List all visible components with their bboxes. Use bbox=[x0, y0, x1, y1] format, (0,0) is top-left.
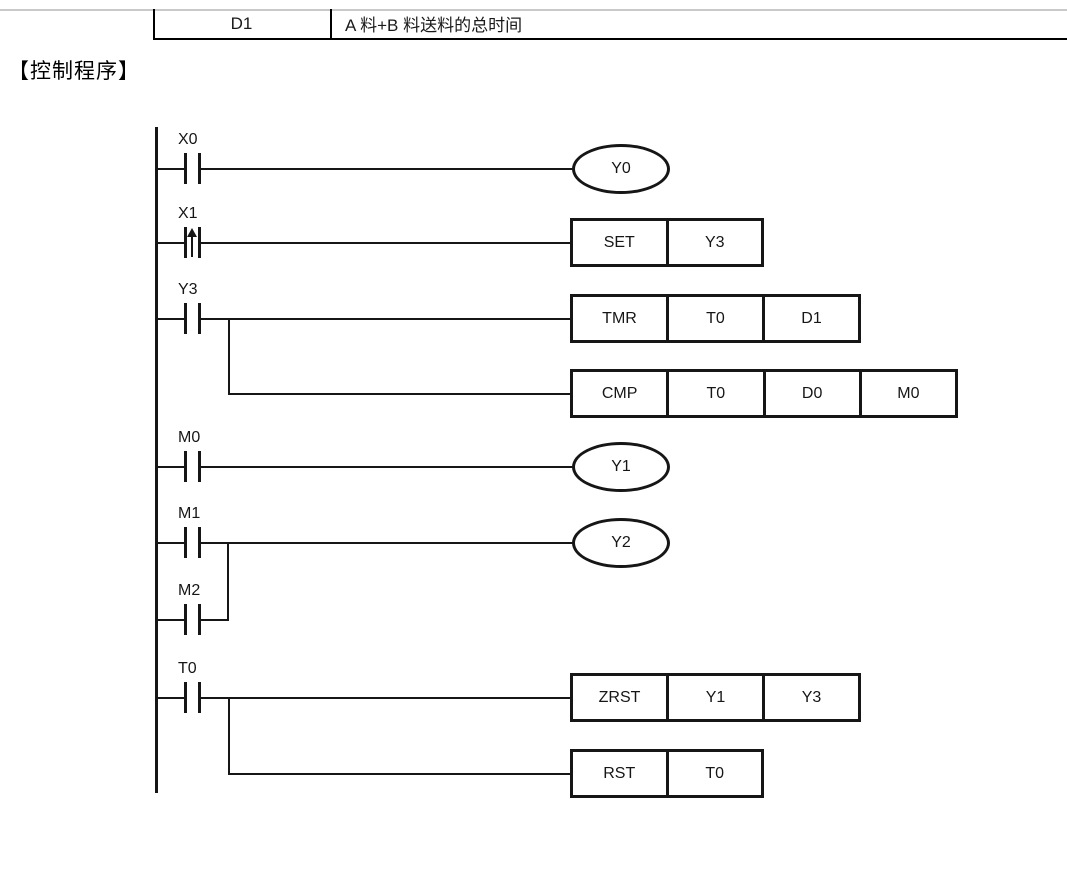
instruction-box: SET Y3 bbox=[570, 218, 764, 267]
rung-wire bbox=[201, 318, 570, 320]
instruction-cell: D0 bbox=[762, 372, 859, 415]
branch-wire bbox=[228, 393, 570, 395]
contact-bar bbox=[198, 604, 201, 635]
contact-label: X0 bbox=[178, 131, 198, 148]
power-rail bbox=[155, 127, 158, 793]
rung-wire bbox=[158, 318, 184, 320]
contact-label: M2 bbox=[178, 582, 201, 599]
instruction-cell: T0 bbox=[666, 372, 762, 415]
contact-bar bbox=[184, 604, 187, 635]
contact-bar bbox=[184, 303, 187, 334]
coil-Y2: Y2 bbox=[572, 518, 670, 568]
instruction-cell: Y3 bbox=[665, 221, 762, 264]
instruction-cell: TMR bbox=[602, 309, 637, 327]
rung-wire bbox=[201, 168, 574, 170]
branch-wire-vertical bbox=[228, 698, 230, 775]
instruction-cell: SET bbox=[603, 233, 635, 251]
contact-bar bbox=[184, 153, 187, 184]
table-border-divider bbox=[330, 9, 332, 40]
rung-wire bbox=[158, 242, 184, 244]
coil-Y1: Y1 bbox=[572, 442, 670, 492]
contact-bar bbox=[184, 451, 187, 482]
contact-bar bbox=[184, 227, 187, 258]
contact-label: X1 bbox=[178, 205, 198, 222]
contact-bar bbox=[198, 153, 201, 184]
instruction-cell: RST bbox=[603, 764, 636, 782]
rung-wire bbox=[158, 466, 184, 468]
parallel-join-vertical bbox=[227, 543, 229, 621]
rung-wire bbox=[201, 697, 570, 699]
instruction-cell: T0 bbox=[665, 752, 762, 795]
contact-bar bbox=[198, 682, 201, 713]
rising-edge-arrow-icon bbox=[187, 228, 197, 237]
contact-bar bbox=[198, 451, 201, 482]
contact-bar bbox=[198, 303, 201, 334]
table-border-bottom bbox=[153, 38, 1067, 40]
rising-edge-arrow-stem bbox=[191, 235, 193, 257]
rung-wire bbox=[201, 466, 574, 468]
parallel-wire bbox=[201, 619, 229, 621]
branch-wire-vertical bbox=[228, 319, 230, 395]
contact-bar bbox=[184, 527, 187, 558]
contact-bar bbox=[184, 682, 187, 713]
contact-label: M1 bbox=[178, 505, 201, 522]
contact-label: T0 bbox=[178, 660, 197, 677]
instruction-cell: D1 bbox=[762, 297, 858, 340]
rung-wire bbox=[201, 542, 574, 544]
instruction-cell: M0 bbox=[858, 372, 955, 415]
instruction-cell: ZRST bbox=[598, 688, 641, 706]
instruction-box: RST T0 bbox=[570, 749, 764, 798]
description-cell: A 料+B 料送料的总时间 bbox=[345, 16, 523, 35]
rung-wire bbox=[158, 697, 184, 699]
table-top-rule bbox=[0, 9, 1067, 11]
rung-wire bbox=[158, 542, 184, 544]
contact-label: M0 bbox=[178, 429, 201, 446]
rung-wire bbox=[158, 168, 184, 170]
coil-Y0: Y0 bbox=[572, 144, 670, 194]
contact-bar bbox=[198, 227, 201, 258]
register-cell: D1 bbox=[230, 13, 253, 33]
section-heading: 【控制程序】 bbox=[8, 59, 140, 83]
branch-wire bbox=[228, 773, 570, 775]
instruction-cell: T0 bbox=[666, 297, 762, 340]
rung-wire bbox=[201, 242, 570, 244]
parallel-wire bbox=[158, 619, 184, 621]
contact-label: Y3 bbox=[178, 281, 198, 298]
instruction-cell: CMP bbox=[601, 384, 638, 402]
contact-bar bbox=[198, 527, 201, 558]
table-border-left bbox=[153, 9, 155, 40]
instruction-cell: Y1 bbox=[666, 676, 762, 719]
instruction-cell: Y3 bbox=[762, 676, 858, 719]
